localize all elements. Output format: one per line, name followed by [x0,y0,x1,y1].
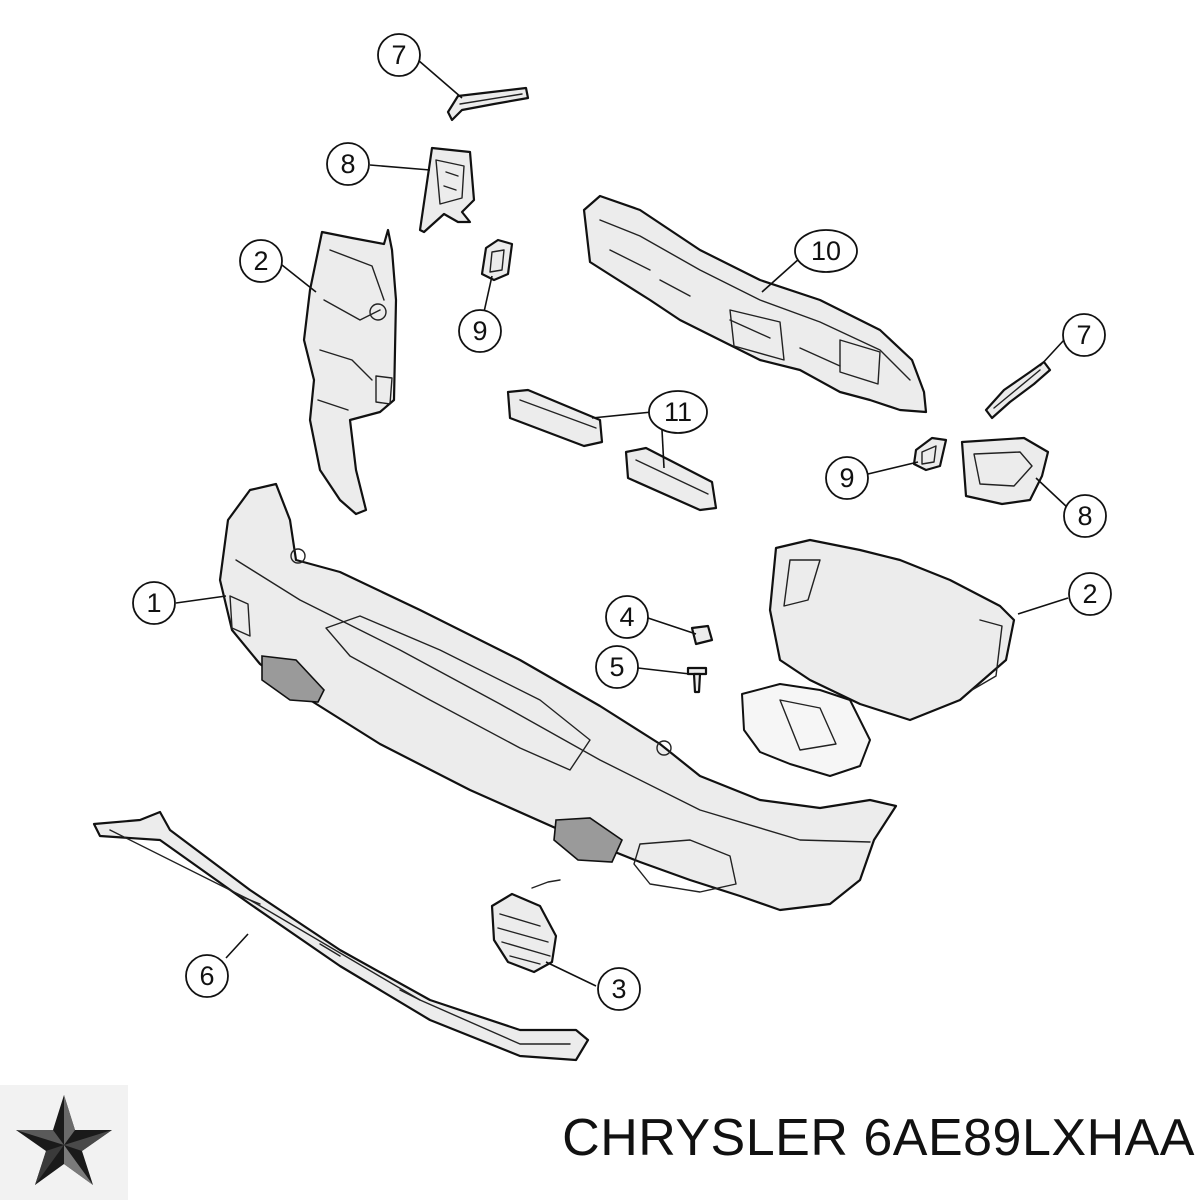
svg-text:1: 1 [146,588,161,618]
callout-11: 11 [648,390,708,434]
part-number-title: CHRYSLER 6AE89LXHAA [420,1108,1195,1168]
svg-text:5: 5 [609,652,624,682]
svg-text:2: 2 [1082,579,1097,609]
callout-2-left: 2 [239,239,283,283]
part-6-lower-skid-strip [92,810,590,1062]
callout-5: 5 [595,645,639,689]
part-9-left-grommet [480,238,514,282]
part-5-screw [686,666,708,694]
svg-text:7: 7 [1076,320,1091,350]
callout-6: 6 [185,954,229,998]
part-11-energy-absorber-lower [624,446,718,512]
callout-10: 10 [794,229,858,273]
callout-8-left: 8 [326,142,370,186]
part-1-bumper-fascia [218,482,898,912]
svg-text:7: 7 [391,40,406,70]
svg-text:3: 3 [611,974,626,1004]
svg-text:2: 2 [253,246,268,276]
svg-text:4: 4 [619,602,634,632]
part-11-energy-absorber-upper [506,388,604,448]
callout-1: 1 [132,581,176,625]
part-7-left-bracket [446,86,530,122]
part-9-right-grommet [912,436,948,472]
callout-8-right: 8 [1063,494,1107,538]
svg-text:9: 9 [839,463,854,493]
part-8-left-bracket [418,146,476,234]
callout-9-left: 9 [458,309,502,353]
leader-lines [175,59,1069,987]
callout-2-right: 2 [1068,572,1112,616]
part-7-right-bracket [984,360,1052,420]
svg-text:10: 10 [811,236,841,266]
brand-name: CHRYSLER [562,1109,849,1167]
svg-text:9: 9 [472,316,487,346]
part-number: 6AE89LXHAA [863,1109,1195,1167]
svg-text:11: 11 [664,397,692,427]
svg-text:8: 8 [1077,501,1092,531]
svg-text:6: 6 [199,961,214,991]
callout-7-right: 7 [1062,313,1106,357]
part-2-left-side-bracket [302,228,398,516]
part-2-right-side-bracket [741,538,1016,777]
svg-text:8: 8 [340,149,355,179]
part-3-fog-grille [490,879,561,974]
callout-3: 3 [597,967,641,1011]
callout-7-left: 7 [377,33,421,77]
callout-9-right: 9 [825,456,869,500]
part-10-reinforcement-beam [582,194,928,414]
part-4-clip [690,624,714,646]
part-8-right-bracket [960,436,1050,506]
callout-4: 4 [605,595,649,639]
chrysler-pentastar-icon [0,1085,128,1200]
